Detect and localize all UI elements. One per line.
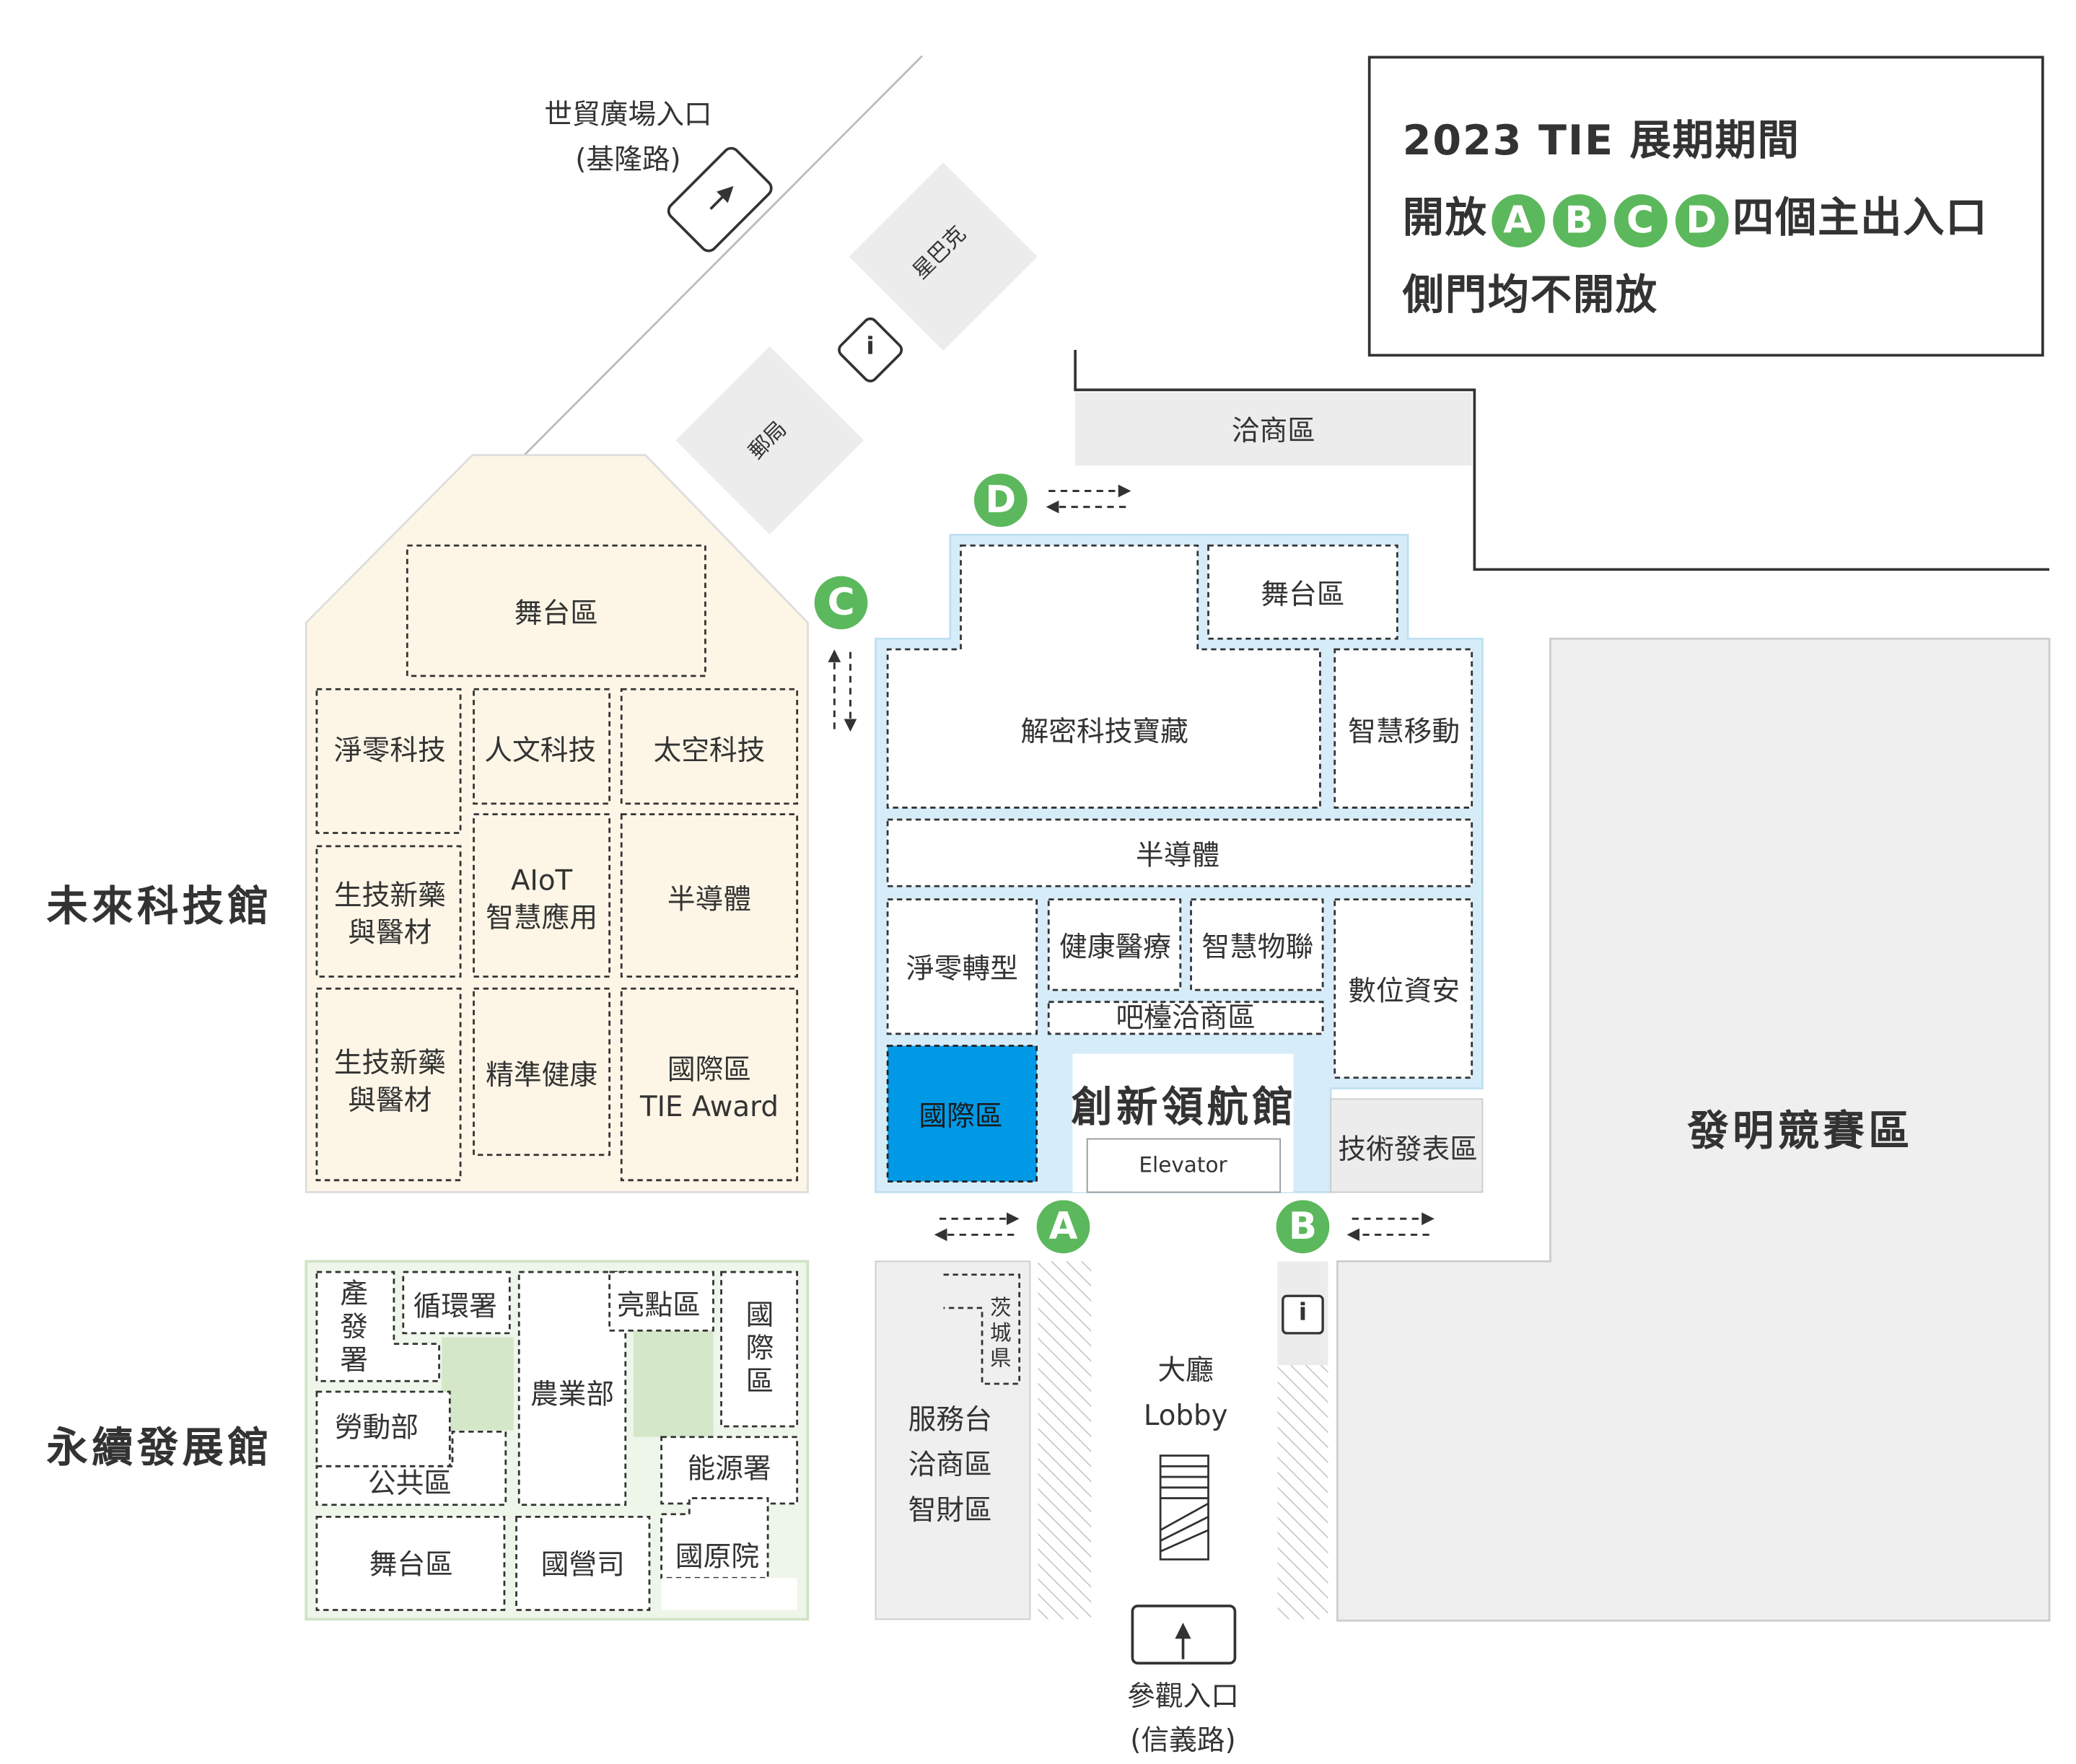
invention-zone-title: 發明競賽區 <box>1687 1107 1914 1156</box>
visitor-entrance-label: 參觀入口 <box>1127 1680 1239 1713</box>
future-semiconductor: 半導體 <box>667 883 752 916</box>
sustain-state-enterprise: 國營司 <box>540 1548 625 1581</box>
innovation-health-care: 健康醫療 <box>1059 931 1171 963</box>
sustain-green-1 <box>442 1337 514 1431</box>
lobby-info-glyph: i <box>1298 1298 1308 1327</box>
sustain-labor: 勞動部 <box>334 1411 419 1444</box>
trade-plaza-entrance-label: 世貿廣場入口 <box>544 98 712 131</box>
escalator-icon <box>1159 1454 1209 1561</box>
sustain-public: 公共區 <box>367 1467 452 1500</box>
entrance-d-marker: D <box>973 473 1028 527</box>
entrance-b-marker: B <box>1276 1200 1330 1254</box>
future-biotech-2-line1: 生技新藥 <box>333 1047 446 1079</box>
innovation-digital-security: 數位資安 <box>1348 975 1460 1007</box>
entrance-b-badge: B <box>1553 193 1606 247</box>
sustain-hall-booths <box>315 1271 799 1611</box>
entrance-a-marker: A <box>1036 1200 1090 1254</box>
future-aiot-line2: 智慧應用 <box>486 902 598 934</box>
future-aiot-line1: AIoT <box>510 864 573 897</box>
elevator-box <box>1086 1138 1282 1193</box>
hatch-right <box>1277 1365 1328 1620</box>
entrance-a-badge: A <box>1492 193 1546 247</box>
sustain-energy: 能源署 <box>687 1452 771 1485</box>
sustain-hall-title: 永續發展館 <box>46 1424 273 1473</box>
tech-presentation-label: 技術發表區 <box>1338 1133 1478 1166</box>
future-biotech-1-line2: 與醫材 <box>348 916 432 949</box>
hatch-left <box>1038 1261 1092 1620</box>
sustain-industry-bureau: 產發署 <box>340 1277 368 1377</box>
future-humanities-tech: 人文科技 <box>484 734 597 767</box>
future-intl-line2: TIE Award <box>639 1091 779 1123</box>
tech-presentation-block <box>1330 1098 1484 1193</box>
lobby-en-label: Lobby <box>1143 1399 1228 1432</box>
service-ip-label: 智財區 <box>908 1493 992 1527</box>
trade-plaza-road-label: (基隆路) <box>575 143 681 176</box>
business-area-top-label: 洽商區 <box>1231 415 1315 447</box>
future-space-tech: 太空科技 <box>653 734 766 767</box>
elevator-label: Elevator <box>1139 1152 1227 1178</box>
street-line <box>523 55 924 456</box>
visitor-road-label: (信義路) <box>1130 1724 1236 1757</box>
info-icon <box>838 317 903 382</box>
entrance-c-badge: C <box>1614 193 1668 247</box>
future-intl-line1: 國際區 <box>667 1053 752 1086</box>
future-hall-title: 未來科技館 <box>46 882 273 931</box>
business-area-top-block <box>1075 392 1472 466</box>
entrance-arrow-icon <box>667 146 773 253</box>
sustain-agriculture: 農業部 <box>530 1378 615 1410</box>
innovation-international: 國際區 <box>919 1100 1003 1133</box>
sustain-indigenous: 國原院 <box>675 1540 760 1573</box>
future-hall-outline <box>305 454 809 1193</box>
innovation-smart-mobility: 智慧移動 <box>1348 715 1460 748</box>
future-stage-label: 舞台區 <box>514 597 598 630</box>
top-right-boundary <box>1074 350 2050 571</box>
innovation-hall-booths <box>886 544 1473 1079</box>
sustain-international: 國際區 <box>745 1299 774 1398</box>
innovation-decrypt: 解密科技寶藏 <box>1020 715 1188 748</box>
innovation-bar-business: 吧檯洽商區 <box>1116 1001 1256 1034</box>
innovation-semiconductor: 半導體 <box>1136 839 1220 872</box>
notice-line-2-suffix: 四個主出入口 <box>1733 194 1989 242</box>
innovation-net-zero-transition: 淨零轉型 <box>906 952 1018 985</box>
entrance-d-badge: D <box>1675 193 1729 247</box>
notice-line-1: 2023 TIE 展期期間 <box>1402 117 1800 165</box>
future-biotech-2-line2: 與醫材 <box>348 1084 432 1117</box>
lobby-zh-label: 大廳 <box>1157 1354 1214 1387</box>
innovation-hall-title: 創新領航館 <box>1071 1084 1298 1132</box>
sustain-recycling: 循環署 <box>413 1290 497 1322</box>
sustain-highlight: 亮點區 <box>616 1289 701 1322</box>
taoyuan-label: 茨城県 <box>990 1294 1012 1372</box>
invention-zone-block <box>1336 637 2051 1622</box>
entrance-c-marker: C <box>814 576 868 630</box>
future-biotech-1-line1: 生技新藥 <box>333 879 446 912</box>
sustain-green-2 <box>633 1330 714 1437</box>
service-desk-label: 服務台 <box>908 1403 992 1436</box>
innovation-stage-label: 舞台區 <box>1261 578 1345 611</box>
notice-line-3: 側門均不開放 <box>1402 271 1658 320</box>
info-icon-glyph: i <box>866 333 875 361</box>
sustain-stage: 舞台區 <box>369 1548 453 1581</box>
innovation-iot: 智慧物聯 <box>1201 931 1314 963</box>
service-block <box>875 1260 1031 1620</box>
international-booth-blue <box>886 1045 1038 1183</box>
future-precision-health: 精準健康 <box>486 1058 598 1092</box>
lobby-info-icon <box>1282 1294 1324 1335</box>
future-net-zero-tech: 淨零科技 <box>333 734 446 767</box>
service-business-label: 洽商區 <box>908 1449 992 1481</box>
notice-line-2-prefix: 開放 <box>1402 194 1488 242</box>
